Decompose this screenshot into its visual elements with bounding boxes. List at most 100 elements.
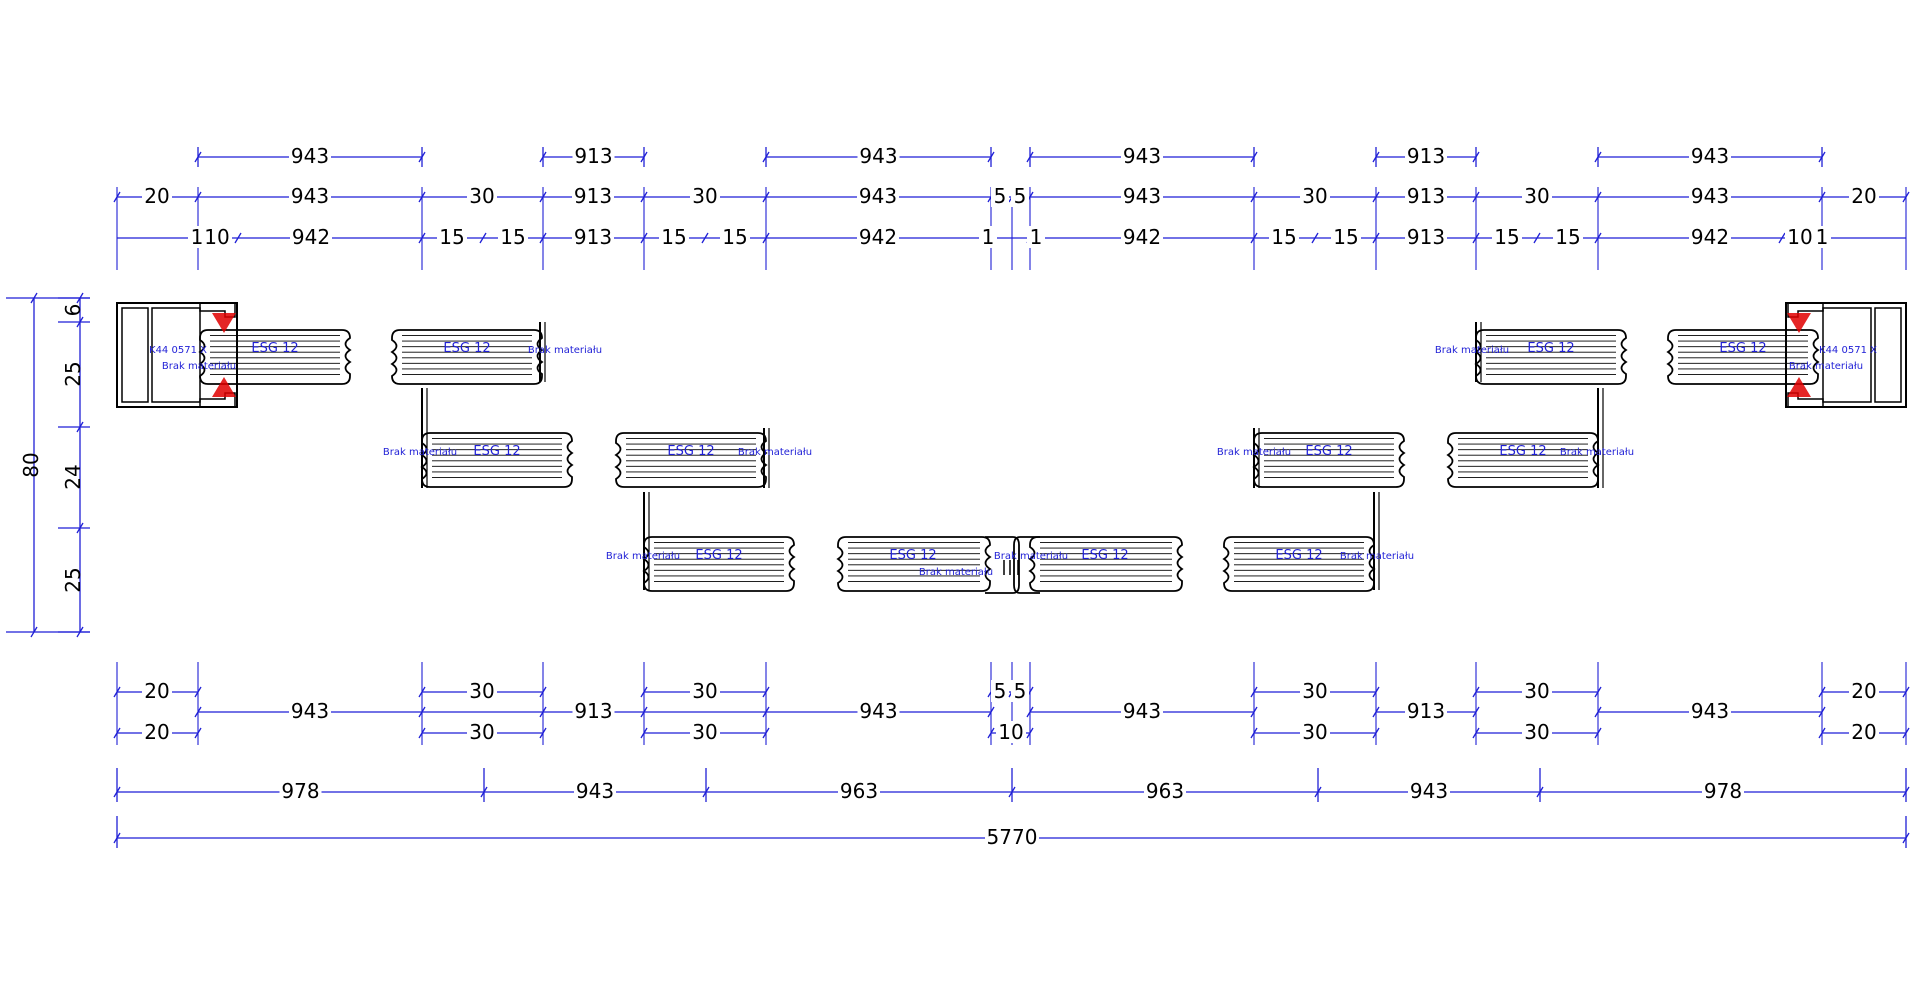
gasket-top-right: [1787, 313, 1811, 333]
dimension-tick: [418, 191, 426, 203]
glass-label: ESG 12: [1527, 341, 1574, 356]
dimension-value: 943: [859, 699, 897, 723]
glass-label: ESG 12: [251, 341, 298, 356]
dimension-tick: [1250, 686, 1258, 698]
dimension-tick: [1818, 686, 1826, 698]
dimension-value: 24: [61, 464, 85, 489]
dimension-tick: [194, 706, 202, 718]
dimension-value: 15: [500, 225, 525, 249]
dimension-tick: [762, 686, 770, 698]
dimension-tick: [1818, 191, 1826, 203]
dimension-tick: [1250, 706, 1258, 718]
dimension-tick: [1818, 706, 1826, 718]
dimension-tick: [1250, 727, 1258, 739]
dimension-value: 10: [204, 225, 229, 249]
dimension-value: 5: [1014, 184, 1027, 208]
dimension-tick: [113, 832, 121, 844]
dimension-value: 25: [61, 567, 85, 592]
dimension-tick: [1472, 232, 1480, 244]
dimension-tick: [1250, 191, 1258, 203]
gasket-top-left: [212, 313, 236, 333]
dimension-value: 913: [1407, 184, 1445, 208]
dimension-value: 5: [1014, 679, 1027, 703]
dimension-value: 20: [1851, 679, 1876, 703]
dimension-value: 20: [1851, 720, 1876, 744]
dimension-tick: [1902, 191, 1910, 203]
dimension-value: 943: [1691, 184, 1729, 208]
glass-label: ESG 12: [889, 548, 936, 563]
dimension-tick: [1472, 686, 1480, 698]
dimension-tick: [640, 191, 648, 203]
dimension-tick: [702, 786, 710, 798]
dimension-value: 15: [1271, 225, 1296, 249]
dimension-value: 942: [1123, 225, 1161, 249]
dimension-value: 943: [291, 184, 329, 208]
dimension-value: 942: [292, 225, 330, 249]
dimension-tick: [1250, 232, 1258, 244]
dimension-tick: [1314, 786, 1322, 798]
dimension-value: 943: [1410, 779, 1448, 803]
dimension-tick: [1026, 151, 1034, 163]
dimension-tick: [418, 686, 426, 698]
missing-material-label: Brak materiału: [606, 551, 680, 562]
dimension-value: 30: [469, 720, 494, 744]
missing-material-label: Brak materiału: [162, 361, 236, 372]
glass-panel: [642, 536, 796, 592]
dimension-value: 943: [1691, 699, 1729, 723]
dimension-tick: [1372, 706, 1380, 718]
dimension-tick: [1818, 727, 1826, 739]
dimension-tick: [640, 232, 648, 244]
dimension-value: 30: [692, 720, 717, 744]
dimension-value: 943: [291, 144, 329, 168]
dimension-tick: [1372, 151, 1380, 163]
dimension-tick: [194, 727, 202, 739]
dimension-value: 30: [1302, 720, 1327, 744]
glass-label: ESG 12: [1719, 341, 1766, 356]
dimension-tick: [1008, 786, 1016, 798]
dimension-tick: [1778, 232, 1786, 244]
dimension-value: 1: [1030, 225, 1043, 249]
dimension-value: 30: [1524, 184, 1549, 208]
glass-panel: [836, 536, 992, 592]
dimension-tick: [1902, 832, 1910, 844]
dimension-tick: [194, 151, 202, 163]
dimension-tick: [1472, 706, 1480, 718]
gasket-bottom-left: [212, 377, 236, 397]
glass-panel: [1222, 536, 1376, 592]
dimension-value: 913: [1407, 144, 1445, 168]
dimension-value: 15: [439, 225, 464, 249]
dimension-value: 30: [1302, 184, 1327, 208]
dimension-tick: [1472, 191, 1480, 203]
missing-material-label: Brak materiału: [1435, 345, 1509, 356]
missing-material-label: Brak materiału: [1217, 447, 1291, 458]
dimension-tick: [1026, 706, 1034, 718]
dimension-value: 15: [1494, 225, 1519, 249]
right-frame-profile: [1785, 302, 1907, 408]
dimension-value: 942: [1691, 225, 1729, 249]
dimension-value: 978: [1704, 779, 1742, 803]
left-frame-profile: [116, 302, 238, 408]
dimension-tick: [539, 191, 547, 203]
dimension-value: 943: [1123, 699, 1161, 723]
dimension-tick: [480, 786, 488, 798]
dimension-value: 5: [994, 679, 1007, 703]
dimension-tick: [987, 151, 995, 163]
profile-code-label: K44 0571 X: [1819, 345, 1877, 356]
dimension-tick: [76, 421, 84, 433]
dimension-tick: [479, 232, 487, 244]
glass-label: ESG 12: [473, 444, 520, 459]
dimension-value: 943: [1123, 144, 1161, 168]
dimension-tick: [640, 151, 648, 163]
missing-material-label: Brak materiału: [383, 447, 457, 458]
dimension-value: 30: [1524, 720, 1549, 744]
glass-panel: [1474, 329, 1628, 385]
dimension-value: 963: [840, 779, 878, 803]
dimension-tick: [76, 626, 84, 638]
center-coupling-profile: [985, 536, 1040, 594]
dimension-value: 30: [692, 679, 717, 703]
overall-dimension: 5770: [987, 825, 1038, 849]
glass-label: ESG 12: [667, 444, 714, 459]
dimension-tick: [762, 727, 770, 739]
dimension-tick: [762, 191, 770, 203]
dimension-value: 1: [1816, 225, 1829, 249]
